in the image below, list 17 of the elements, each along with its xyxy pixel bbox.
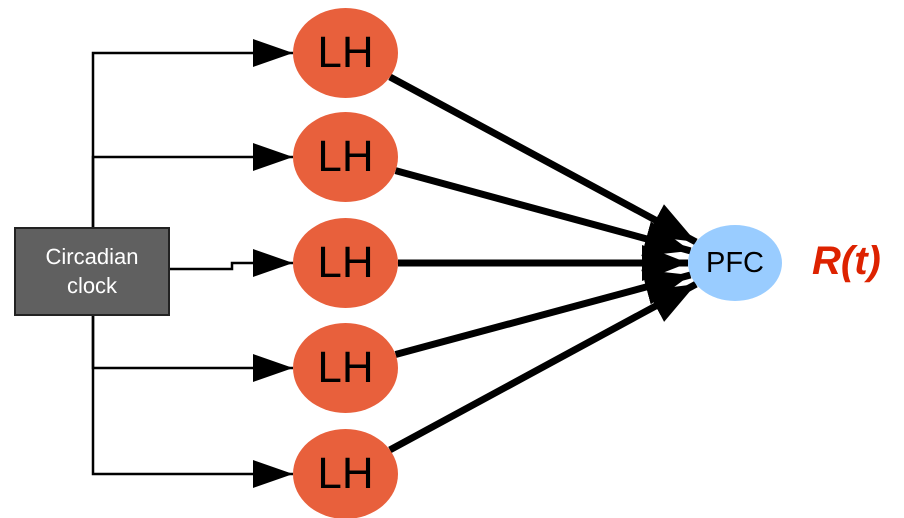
node-label: LH <box>316 238 375 288</box>
node-label: Circadian clock <box>44 242 140 300</box>
node-label: LH <box>316 343 375 393</box>
arrow <box>394 167 692 256</box>
node-label: LH <box>316 132 375 182</box>
clock-box <box>14 227 170 316</box>
arrow <box>398 245 688 281</box>
arrow <box>394 270 692 358</box>
signal-label: R(t) <box>812 239 881 284</box>
arrow <box>92 316 293 488</box>
node-label: PFC <box>705 246 765 280</box>
node-label: LH <box>316 28 375 78</box>
node-label: LH <box>316 449 375 499</box>
arrow <box>92 143 293 227</box>
arrow <box>388 281 698 454</box>
arrow <box>170 249 293 277</box>
arrow <box>388 74 698 245</box>
